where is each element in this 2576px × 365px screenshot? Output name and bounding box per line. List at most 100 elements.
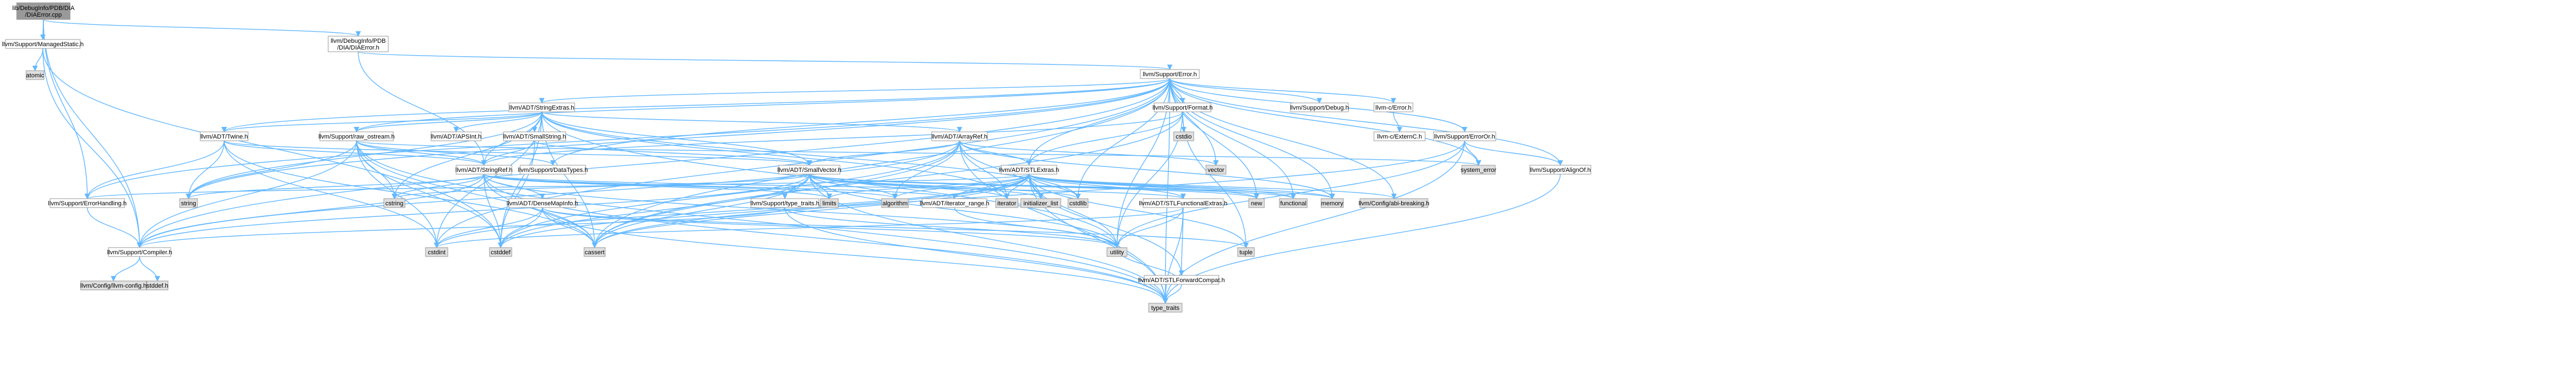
edge-stlextras-to-iterator	[1004, 174, 1030, 199]
node-raw_ostream[interactable]: llvm/Support/raw_ostream.h	[319, 131, 395, 141]
edge-stringref-to-compiler	[137, 174, 484, 248]
node-label-cstring-0: cstring	[385, 200, 403, 207]
edge-arrayref-to-algorithm	[892, 140, 960, 199]
node-stringextras[interactable]: llvm/ADT/StringExtras.h	[508, 102, 575, 112]
node-label-string-0: string	[181, 200, 196, 207]
edge-smallstring-to-smallvector	[534, 140, 812, 166]
edge-stlextras-to-errorhandling	[85, 174, 1030, 199]
edge-stringextras-to-iterator	[541, 111, 1010, 199]
edge-smallstring-to-cstddef	[498, 140, 535, 248]
edge-stringref-to-stlfunctionalextras	[483, 174, 1186, 199]
edge-support_error-to-system_error	[1169, 78, 1481, 166]
node-label-iterator-0: iterator	[997, 200, 1017, 207]
node-label-stddef-0: stddef.h	[146, 283, 168, 289]
node-iterator_range[interactable]: llvm/ADT/iterator_range.h	[919, 198, 990, 208]
edge-smallvector-to-cstddef	[498, 174, 810, 248]
node-cstdint: cstdint	[425, 247, 448, 257]
edge-stlextras-to-cstddef	[498, 174, 1030, 248]
node-label-stringextras-0: llvm/ADT/StringExtras.h	[510, 105, 575, 111]
node-box-cstdlib	[1067, 198, 1089, 208]
node-stlextras[interactable]: llvm/ADT/STLExtras.h	[999, 165, 1059, 175]
edge-twine-to-cstdint	[224, 140, 439, 248]
node-compiler[interactable]: llvm/Support/Compiler.h	[107, 247, 172, 257]
node-debug[interactable]: llvm/Support/Debug.h	[1290, 102, 1349, 112]
node-box-vector	[1205, 165, 1227, 175]
edge-smallvector-to-cassert	[592, 174, 810, 248]
node-box-alignof	[1529, 165, 1591, 175]
node-support_error[interactable]: llvm/Support/Error.h	[1140, 69, 1200, 79]
node-label-llvm_config-0: llvm/Config/llvm-config.h	[80, 283, 146, 289]
node-smallvector[interactable]: llvm/ADT/SmallVector.h	[778, 165, 842, 175]
node-managedstatic[interactable]: llvm/Support/ManagedStatic.h	[2, 39, 84, 49]
edge-raw_ostream-to-type_traits	[356, 140, 1168, 304]
node-errorhandling[interactable]: llvm/Support/ErrorHandling.h	[48, 198, 127, 208]
edges-layer	[32, 19, 1563, 304]
edge-managedstatic-to-compiler	[42, 48, 142, 248]
edge-support_error-to-abibreaking	[1169, 78, 1397, 199]
node-tuple: tuple	[1237, 247, 1255, 257]
node-label-datatypes-0: llvm/Support/DataTypes.h	[518, 167, 588, 174]
node-label-cstddef-0: cstddef	[491, 249, 511, 256]
node-label-algorithm-0: algorithm	[882, 200, 907, 207]
node-smallstring[interactable]: llvm/ADT/SmallString.h	[503, 131, 566, 141]
node-new: new	[1248, 198, 1265, 208]
edge-densemapinfo-to-cassert	[542, 207, 597, 248]
node-twine[interactable]: llvm/ADT/Twine.h	[200, 131, 249, 141]
node-label-apsint-0: llvm/ADT/APSInt.h	[431, 134, 481, 140]
node-label-c_externc-0: llvm-c/ExternC.h	[1377, 134, 1422, 140]
edge-support_error-to-cstdlib	[1075, 78, 1170, 199]
node-label-debug-0: llvm/Support/Debug.h	[1290, 105, 1349, 111]
edge-smallvector-to-algorithm	[809, 174, 898, 199]
edge-stlextras-to-cassert	[592, 174, 1030, 248]
edge-stringextras-to-apsint	[453, 111, 542, 132]
node-type_traits_support[interactable]: llvm/Support/type_traits.h	[750, 198, 819, 208]
node-label-format-0: llvm/Support/Format.h	[1153, 105, 1213, 111]
node-arrayref[interactable]: llvm/ADT/ArrayRef.h	[931, 131, 988, 141]
node-stlfunctionalextras[interactable]: llvm/ADT/STLFunctionalExtras.h	[1139, 198, 1228, 208]
node-box-stlextras	[1001, 165, 1057, 175]
node-stringref[interactable]: llvm/ADT/StringRef.h	[456, 165, 513, 175]
node-alignof[interactable]: llvm/Support/AlignOf.h	[1529, 165, 1591, 175]
edge-stlextras-to-new	[1029, 174, 1259, 199]
node-box-cstdio	[1173, 131, 1194, 141]
edge-stringextras-to-cstring	[392, 111, 542, 199]
node-format[interactable]: llvm/Support/Format.h	[1153, 102, 1213, 112]
edge-stringextras-to-arrayref	[541, 111, 962, 132]
node-box-erroror	[1433, 131, 1496, 141]
edge-support_error-to-alignof	[1169, 78, 1563, 166]
node-c_externc[interactable]: llvm-c/ExternC.h	[1373, 131, 1426, 141]
node-label-twine-0: llvm/ADT/Twine.h	[200, 134, 248, 140]
node-box-atomic	[26, 70, 45, 80]
node-label-stlforwardcompat-0: llvm/ADT/STLForwardCompat.h	[1138, 277, 1225, 284]
edge-arrayref-to-memory	[959, 140, 1335, 199]
node-label-densemapinfo-0: llvm/ADT/DenseMapInfo.h	[507, 200, 578, 207]
node-diaerror_h[interactable]: llvm/DebugInfo/PDB/DIA/DIAError.h	[328, 36, 389, 52]
edge-densemapinfo-to-type_traits	[542, 207, 1168, 304]
node-datatypes[interactable]: llvm/Support/DataTypes.h	[518, 165, 588, 175]
node-box-stddef	[146, 280, 169, 290]
node-box-twine	[200, 131, 249, 141]
edge-stlfunctionalextras-to-utility	[1114, 207, 1184, 248]
node-label-tuple-0: tuple	[1239, 249, 1253, 256]
edge-twine-to-stringref	[224, 140, 487, 166]
edge-stlextras-to-algorithm	[892, 174, 1030, 199]
edge-arrayref-to-compiler	[137, 140, 960, 248]
node-atomic: atomic	[26, 70, 45, 80]
node-box-compiler	[108, 247, 171, 257]
edge-twine-to-smallvector	[224, 140, 812, 166]
node-box-smallstring	[503, 131, 566, 141]
edge-stringextras-to-string	[186, 111, 542, 199]
node-label-memory-0: memory	[1321, 200, 1343, 207]
node-c_error[interactable]: llvm-c/Error.h	[1373, 102, 1413, 112]
node-stlforwardcompat[interactable]: llvm/ADT/STLForwardCompat.h	[1138, 275, 1225, 285]
edge-stlextras-to-abibreaking	[1029, 174, 1397, 199]
node-erroror[interactable]: llvm/Support/ErrorOr.h	[1433, 131, 1496, 141]
node-initializer_list: initializer_list	[1020, 198, 1061, 208]
edge-stringextras-to-cstdlib	[541, 111, 1081, 199]
node-apsint[interactable]: llvm/ADT/APSInt.h	[431, 131, 482, 141]
node-root[interactable]: lib/DebugInfo/PDB/DIA/DIAError.cpp	[12, 2, 75, 20]
node-box-iterator_range	[922, 198, 987, 208]
node-label-atomic-0: atomic	[26, 72, 45, 79]
edge-iterator_range-to-utility	[954, 207, 1120, 248]
node-densemapinfo[interactable]: llvm/ADT/DenseMapInfo.h	[507, 198, 578, 208]
